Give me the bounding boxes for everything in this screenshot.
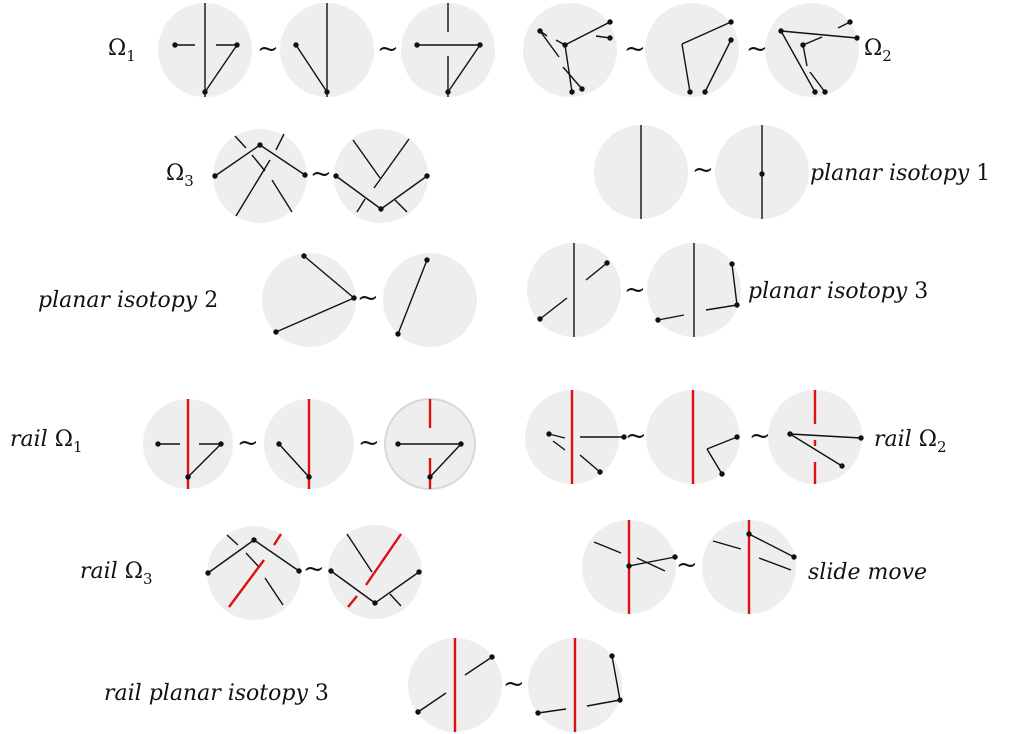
planar-isotopy-1-disc-a [594,125,688,219]
omega1-disc-b [280,3,374,97]
equiv-symbol: ~ [625,421,647,451]
slide-move-disc-b [702,520,797,614]
equiv-symbol: ~ [503,669,525,699]
equiv-symbol: ~ [692,155,714,185]
omega1-label: Ω1 [108,36,136,65]
equiv-symbol: ~ [377,34,399,64]
slide-move: ~ slide move [582,520,927,614]
equiv-symbol: ~ [676,550,698,580]
omega1-disc-a [158,3,252,97]
planar-isotopy-2-disc-b [383,253,477,347]
equiv-symbol: ~ [357,283,379,313]
planar-isotopy-3-disc-b [647,243,741,337]
equiv-symbol: ~ [303,554,325,584]
rail-planar-isotopy-3-disc-a [408,638,502,732]
omega3-disc-a [212,129,308,223]
equiv-symbol: ~ [310,159,332,189]
equiv-symbol: ~ [358,428,380,458]
rail-omega1-disc-c [384,398,476,490]
rail-omega1-move: rail Ω1 ~ ~ [10,398,476,490]
planar-isotopy-1-label: planar isotopy 1 [810,161,990,186]
slide-move-label: slide move [808,560,927,585]
rail-omega3-disc-b [328,525,422,619]
rail-omega2-disc-b [646,390,740,484]
equiv-symbol: ~ [749,421,771,451]
omega2-disc-c [765,3,860,97]
rail-omega2-move: ~ ~ rail Ω2 [525,390,947,484]
rail-omega3-move: rail Ω3 ~ [80,525,422,620]
equiv-symbol: ~ [624,275,646,305]
rail-omega1-disc-b [264,399,354,489]
planar-isotopy-2-move: planar isotopy 2 ~ [38,253,477,347]
omega2-disc-a [523,3,617,97]
planar-isotopy-3-label: planar isotopy 3 [748,279,928,304]
rail-omega2-disc-a [525,390,627,484]
omega3-move: Ω3 ~ [166,129,430,223]
omega1-move: Ω1 ~ ~ [108,3,495,97]
equiv-symbol: ~ [746,34,768,64]
rail-omega3-label: rail Ω3 [80,559,153,588]
rail-omega1-disc-a [143,399,233,489]
rail-planar-isotopy-3-disc-b [528,638,623,732]
rail-planar-isotopy-3-move: rail planar isotopy 3 ~ [104,638,623,732]
omega2-move: ~ ~ Ω2 [523,3,892,97]
rail-omega2-label: rail Ω2 [874,427,947,456]
slide-move-disc-a [582,520,678,614]
omega2-disc-b [645,3,739,97]
omega1-disc-c [401,3,495,97]
omega3-disc-b [333,129,430,223]
planar-isotopy-3-disc-a [527,243,621,337]
equiv-symbol: ~ [257,34,279,64]
equiv-symbol: ~ [237,428,259,458]
planar-isotopy-2-disc-a [262,253,357,347]
rail-omega1-label: rail Ω1 [10,427,83,456]
omega2-label: Ω2 [864,36,892,65]
planar-isotopy-3-move: ~ planar isotopy 3 [527,243,928,337]
planar-isotopy-1-disc-b [715,125,809,219]
rail-omega2-disc-c [768,390,864,484]
equiv-symbol: ~ [624,34,646,64]
rail-planar-isotopy-3-label: rail planar isotopy 3 [104,681,329,706]
planar-isotopy-1-move: ~ planar isotopy 1 [594,125,990,219]
planar-isotopy-2-label: planar isotopy 2 [38,288,218,313]
omega3-label: Ω3 [166,161,194,190]
rail-omega3-disc-a [205,526,302,620]
